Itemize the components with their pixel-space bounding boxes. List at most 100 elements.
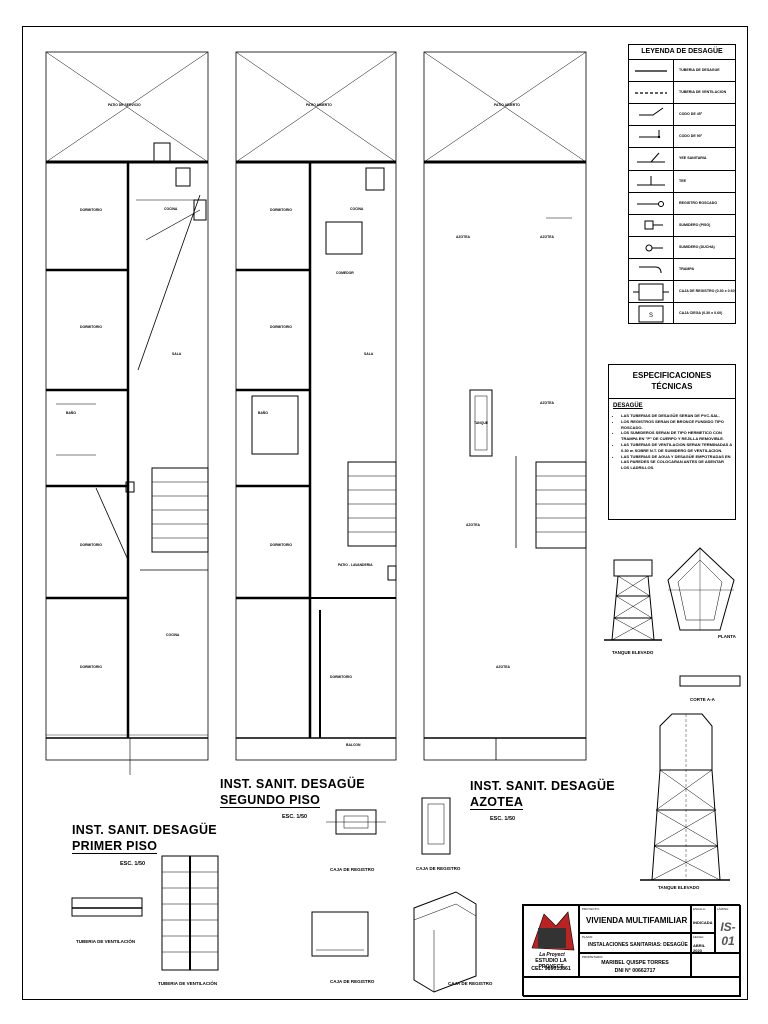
room-label: SALA xyxy=(172,352,182,356)
project-cell: PROYECTO: VIVIENDA MULTIFAMILIAR xyxy=(579,905,691,933)
legend-symbol-icon xyxy=(629,170,674,192)
plan-title-azotea: INST. SANIT. DESAGÜE AZOTEA xyxy=(470,779,615,810)
legend-row: SUMIDERO (PISO) xyxy=(629,213,735,237)
legend-symbol-icon xyxy=(629,281,674,303)
plan-title-line1: INST. SANIT. DESAGÜE xyxy=(470,779,615,793)
plan-scale: ESC. 1/50 xyxy=(282,814,308,820)
project-name: VIVIENDA MULTIFAMILIAR xyxy=(586,916,688,925)
room-label: AZOTEA xyxy=(540,235,554,239)
sheet-cell: LÁMINA: IS-01 xyxy=(715,905,741,953)
plan-title-primer-piso: INST. SANIT. DESAGÜE PRIMER PISO xyxy=(72,823,217,854)
plano-label: PLANO: xyxy=(582,935,594,939)
plan-title-line2: AZOTEA xyxy=(470,795,524,810)
fecha-cell: FECHA: ABRIL 2023 xyxy=(691,933,715,953)
company-logo-cell: La Proyect ESTUDIO LA PROYECT CEL: 98901… xyxy=(523,905,579,977)
legend-label: CODO DE 45° xyxy=(679,112,703,117)
spec-item: LOS REGISTROS SERAN DE BRONCE FUNDIDO TI… xyxy=(621,419,733,431)
detail-label: TUBERIA DE VENTILACIÓN xyxy=(158,981,218,986)
room-label: BALCON xyxy=(346,743,361,747)
room-label: PATIO DE SERVICIO xyxy=(108,103,141,107)
plan-scale: ESC. 1/50 xyxy=(120,861,146,867)
specs-title-line2: TÉCNICAS xyxy=(651,382,693,391)
legend-label: TEE xyxy=(679,178,686,183)
legend-label: CAJA DE REGISTRO (0.30 x 0.60) xyxy=(679,289,736,293)
legend-symbol-icon xyxy=(629,258,674,281)
legend-row: CODO DE 90° xyxy=(629,125,735,148)
svg-text:S: S xyxy=(649,313,653,319)
room-label: PATIO ABIERTO xyxy=(494,103,520,107)
legend-row: S CAJA CIEGA (0.30 x 0.60) xyxy=(629,302,735,325)
company-phone: CEL: 989013861 xyxy=(531,966,571,972)
room-label: BAÑO xyxy=(258,411,268,415)
room-label: PATIO ABIERTO xyxy=(306,103,332,107)
room-label: AZOTEA xyxy=(540,401,554,405)
room-label: TANQUE xyxy=(474,421,489,425)
owner-cell: PROPIETARIO: MARIBEL QUISPE TORRES DNI N… xyxy=(579,953,691,977)
escala-cell: ESCALA: INDICADA xyxy=(691,905,715,933)
detail-label: CORTE A-A xyxy=(690,697,715,702)
room-label: DORMITORIO xyxy=(270,325,292,329)
room-label: SALA xyxy=(364,352,374,356)
legend-label: TUBERIA DE VENTILACION xyxy=(679,90,727,95)
specs-title-line1: ESPECIFICACIONES xyxy=(632,371,712,380)
owner-dni: DNI N° 00662717 xyxy=(614,968,656,974)
legend-row: CODO DE 45° xyxy=(629,103,735,126)
legend-symbol-icon xyxy=(629,192,674,214)
legend-row: SUMIDERO (DUCHA) xyxy=(629,235,735,259)
room-label: DORMITORIO xyxy=(330,675,352,679)
room-label: DORMITORIO xyxy=(80,665,102,669)
plan-title-line1: INST. SANIT. DESAGÜE xyxy=(72,823,217,837)
legend-symbol-icon xyxy=(629,60,674,82)
plan-title-line1: INST. SANIT. DESAGÜE xyxy=(220,777,365,791)
room-label: DORMITORIO xyxy=(80,208,102,212)
plano-name: INSTALACIONES SANITARIAS: DESAGÜE xyxy=(588,942,688,948)
footer-cell xyxy=(523,977,741,997)
plano-cell: PLANO: INSTALACIONES SANITARIAS: DESAGÜE xyxy=(579,933,691,953)
legend-label: SUMIDERO (DUCHA) xyxy=(679,244,715,249)
spec-item: LAS TUBERIAS DE VENTILACION SERAN TERMIN… xyxy=(621,442,733,454)
room-label: COCINA xyxy=(164,207,178,211)
legend-symbol-icon xyxy=(629,148,674,170)
detail-label: TANQUE ELEVADO xyxy=(612,650,654,655)
legend-label: CAJA CIEGA (0.30 x 0.60) xyxy=(679,311,723,316)
lamina-label: LÁMINA: xyxy=(717,907,730,911)
legend-label: REGISTRO ROSCADO xyxy=(679,200,718,205)
spec-item: LAS TUBERIAS DE DESAGÜE SERAN DE PVC-SAL… xyxy=(621,413,733,419)
spec-item: LAS TUBERIAS DE AGUA Y DESAGÜE EMPOTRADA… xyxy=(621,454,733,471)
legend-symbol-icon xyxy=(629,214,674,237)
project-label: PROYECTO: xyxy=(582,907,600,911)
room-label: DORMITORIO xyxy=(80,325,102,329)
company-logo: La Proyect xyxy=(531,911,575,958)
escala-value: INDICADA xyxy=(693,920,713,925)
room-label: AZOTEA xyxy=(466,523,480,527)
spec-item: LOS SUMIDEROS SERAN DE TIPO HERMETICO CO… xyxy=(621,430,733,442)
legend-row: TUBERIA DE VENTILACION xyxy=(629,81,735,104)
room-label: COCINA xyxy=(166,633,180,637)
room-label: COCINA xyxy=(350,207,364,211)
specs-title: ESPECIFICACIONES TÉCNICAS xyxy=(609,365,735,399)
legend-symbol-icon xyxy=(629,82,674,104)
company-name: ESTUDIO LA PROYECT xyxy=(535,958,567,970)
legend-row: TEE xyxy=(629,169,735,192)
legend-symbol-icon xyxy=(629,104,674,126)
legend-symbol-icon xyxy=(629,126,674,148)
legend-symbol-icon xyxy=(629,236,674,259)
sheet-code: IS-01 xyxy=(720,920,736,948)
detail-label: CAJA DE REGISTRO xyxy=(416,866,461,871)
room-label: DORMITORIO xyxy=(270,543,292,547)
room-label: AZOTEA xyxy=(496,665,510,669)
legend-label: TUBERIA DE DESAGUE xyxy=(679,68,720,72)
detail-label: CAJA DE REGISTRO xyxy=(448,981,493,986)
fecha-value: ABRIL 2023 xyxy=(693,943,706,953)
legend-row: YEE SANITARIA xyxy=(629,147,735,170)
title-block: La Proyect ESTUDIO LA PROYECT CEL: 98901… xyxy=(522,904,741,997)
escala-label: ESCALA: xyxy=(693,907,706,911)
legend-label: SUMIDERO (PISO) xyxy=(679,222,711,227)
owner-name: MARIBEL QUISPE TORRES xyxy=(601,960,669,966)
legend-row: REGISTRO ROSCADO xyxy=(629,191,735,214)
room-label: BAÑO xyxy=(66,411,76,415)
legend-row: TRAMPA xyxy=(629,257,735,281)
detail-label: TANQUE ELEVADO xyxy=(658,885,700,890)
